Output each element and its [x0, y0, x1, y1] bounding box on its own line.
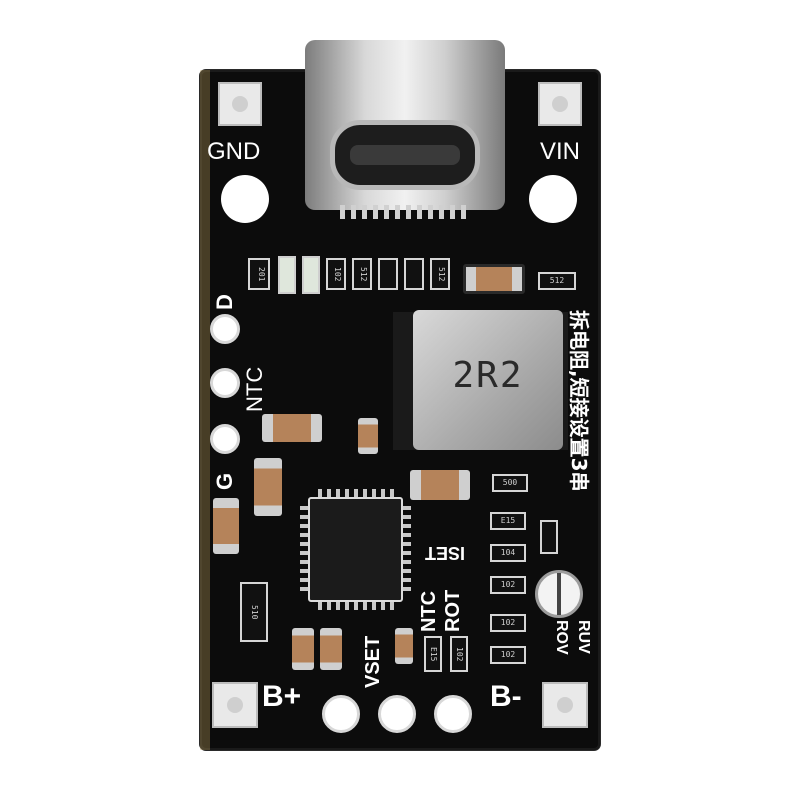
pad-vset [322, 695, 360, 733]
pad-d [210, 314, 240, 344]
pad-vin-top-hole [552, 96, 568, 112]
capacitor-left-3 [213, 498, 239, 554]
capacitor-vset [395, 628, 413, 664]
chip-pins-right [403, 506, 411, 594]
resistor-201: 201 [248, 258, 270, 290]
inductor-marking: 2R2 [452, 355, 524, 396]
mount-hole-left [221, 175, 269, 223]
usb-c-pins [340, 205, 470, 219]
led-2 [302, 256, 320, 294]
label-vin: VIN [540, 138, 581, 165]
resistor-102-c: 102 [490, 646, 526, 664]
led-1 [278, 256, 296, 294]
label-gnd: GND [207, 138, 261, 165]
pad-bminus-hole [557, 697, 573, 713]
pad-ntc [210, 368, 240, 398]
label-vset: VSET [362, 635, 384, 688]
pcb-edge [200, 70, 210, 750]
resistor-102-top: 102 [326, 258, 346, 290]
label-cjk-note: 拆电阻,短接设置3串 [567, 310, 591, 492]
capacitor-bottom-1 [292, 628, 314, 670]
capacitor-right [410, 470, 470, 500]
capacitor-mid [358, 418, 378, 454]
usb-c-tongue [350, 145, 460, 165]
label-g: G [212, 472, 237, 490]
inductor [413, 310, 563, 450]
label-bplus: B+ [262, 680, 302, 713]
potentiometer-slot [557, 573, 561, 615]
label-d: D [212, 294, 237, 310]
resistor-e15: E15 [490, 512, 526, 530]
label-rot: ROT [442, 589, 464, 632]
capacitor-left-2 [254, 458, 282, 516]
pad-bplus-hole [227, 697, 243, 713]
chip-pins-left [300, 506, 308, 594]
resistor-102-b: 102 [490, 614, 526, 632]
label-ntc-bottom: NTC [418, 590, 440, 632]
resistor-small-right [540, 520, 558, 554]
label-ruv: RUV [575, 620, 592, 654]
resistor-500: 500 [492, 474, 528, 492]
resistor-512-d: 512 [430, 258, 450, 290]
chip-pins-bottom [318, 602, 396, 610]
pad-g [210, 424, 240, 454]
chip-pins-top [318, 489, 396, 497]
resistor-512-right: 512 [538, 272, 576, 290]
label-rov: ROV [553, 620, 570, 655]
resistor-512-a: 512 [352, 258, 372, 290]
capacitor-left-1 [262, 414, 322, 442]
resistor-102-a: 102 [490, 576, 526, 594]
label-bminus: B- [490, 680, 522, 713]
resistor-512-c [404, 258, 424, 290]
capacitor-top [463, 264, 525, 294]
resistor-102-bottom: 102 [450, 636, 468, 672]
label-iset: ISET [425, 543, 466, 563]
pad-ntc-bottom [378, 695, 416, 733]
label-ntc-left: NTC [242, 366, 267, 412]
mount-hole-right [529, 175, 577, 223]
capacitor-bottom-2 [320, 628, 342, 670]
resistor-e15-bottom: E15 [424, 636, 442, 672]
pad-gnd-top-hole [232, 96, 248, 112]
resistor-510: 510 [240, 582, 268, 642]
charger-ic [308, 497, 403, 602]
resistor-104: 104 [490, 544, 526, 562]
resistor-512-b [378, 258, 398, 290]
pad-rot [434, 695, 472, 733]
